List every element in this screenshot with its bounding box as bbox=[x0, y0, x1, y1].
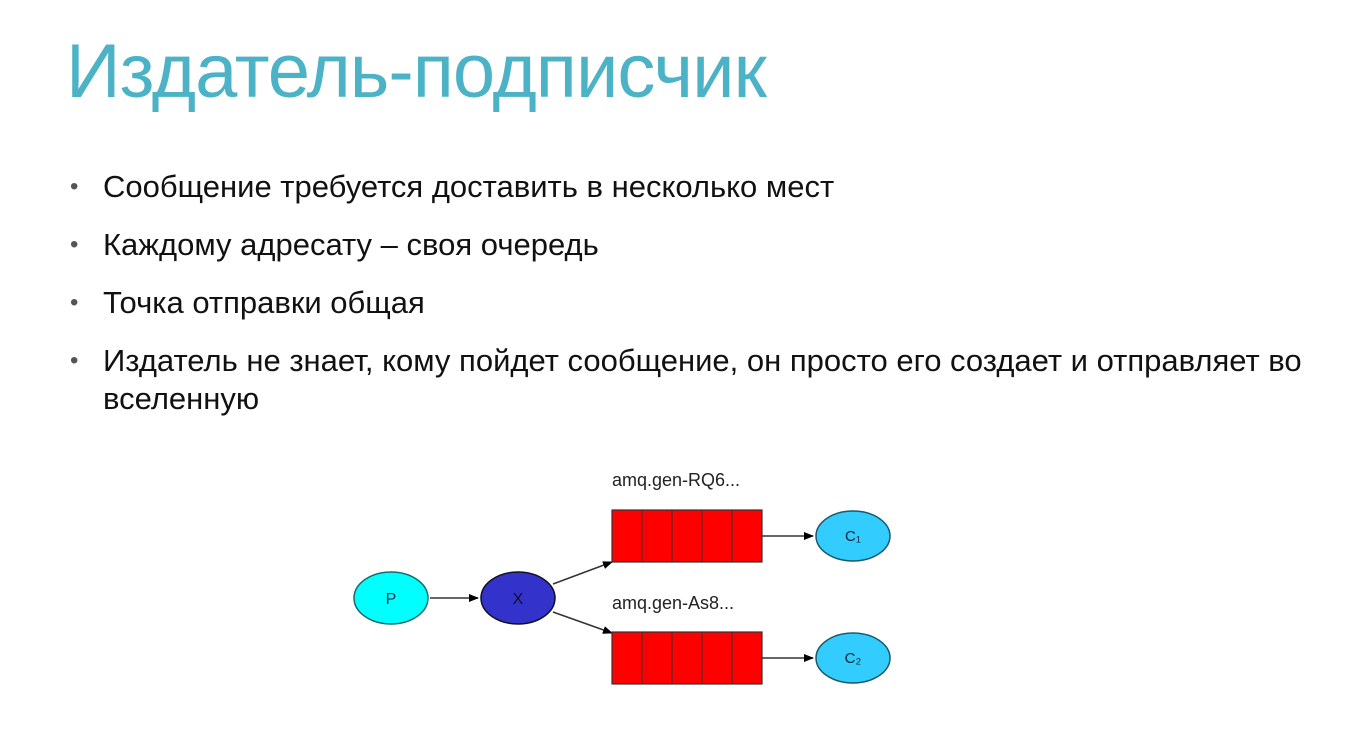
bullet-item: • Издатель не знает, кому пойдет сообщени… bbox=[70, 342, 1310, 418]
bullet-icon: • bbox=[70, 347, 79, 374]
arrow-x-q1 bbox=[552, 561, 613, 585]
queue2-label: amq.gen-As8... bbox=[612, 593, 734, 613]
consumer2-label: C₂ bbox=[845, 650, 862, 667]
slide-title: Издатель-подписчик bbox=[66, 29, 767, 114]
exchange-label: X bbox=[513, 591, 524, 608]
bullet-list: • Сообщение требуется доставить в несколь… bbox=[70, 168, 1310, 438]
bullet-item: • Точка отправки общая bbox=[70, 284, 1310, 322]
bullet-text: Сообщение требуется доставить в нескольк… bbox=[103, 169, 835, 204]
bullet-text: Издатель не знает, кому пойдет сообщение… bbox=[103, 343, 1302, 416]
bullet-text: Точка отправки общая bbox=[103, 285, 425, 320]
consumer1-node bbox=[815, 510, 891, 562]
bullet-icon: • bbox=[70, 289, 79, 316]
arrow-x-q2 bbox=[552, 611, 613, 634]
bullet-icon: • bbox=[70, 231, 79, 258]
bullet-text: Каждому адресату – своя очередь bbox=[103, 227, 599, 262]
producer-node bbox=[353, 571, 429, 625]
queue2 bbox=[611, 631, 763, 685]
bullet-item: • Сообщение требуется доставить в несколь… bbox=[70, 168, 1310, 206]
consumer1-label: C₁ bbox=[845, 528, 861, 545]
producer-label: P bbox=[386, 591, 397, 608]
bullet-item: • Каждому адресату – своя очередь bbox=[70, 226, 1310, 264]
consumer2-node bbox=[815, 632, 891, 684]
queue1 bbox=[611, 509, 763, 563]
bullet-icon: • bbox=[70, 173, 79, 200]
queue1-label: amq.gen-RQ6... bbox=[612, 470, 740, 490]
exchange-node bbox=[480, 571, 556, 625]
